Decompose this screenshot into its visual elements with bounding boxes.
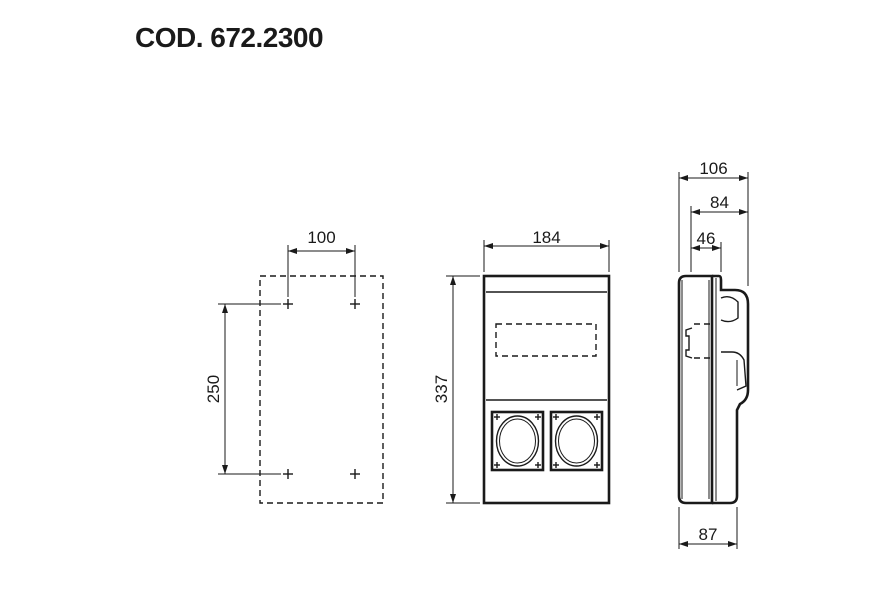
mounting-hole	[350, 299, 360, 309]
dimension-100: 100	[287, 228, 356, 297]
enclosure-base-side	[677, 274, 714, 505]
enclosure-front	[482, 274, 611, 505]
socket-outlet	[490, 410, 545, 472]
dim-label-84: 84	[710, 193, 729, 212]
dim-label-100: 100	[307, 228, 335, 247]
mounting-outline	[259, 275, 384, 504]
dim-label-87: 87	[699, 525, 718, 544]
dimension-106: 106	[678, 159, 749, 286]
dim-label-184: 184	[532, 228, 560, 247]
dim-label-250: 250	[204, 375, 223, 403]
dim-label-46: 46	[697, 229, 716, 248]
title-prefix: COD.	[135, 22, 204, 53]
socket-outlet	[549, 410, 604, 472]
mounting-hole	[283, 469, 293, 479]
dim-label-106: 106	[699, 159, 727, 178]
dim-label-337: 337	[432, 375, 451, 403]
enclosure-lid-side	[712, 274, 750, 505]
mounting-view: 100 250	[204, 228, 384, 504]
dimension-250: 250	[204, 303, 281, 475]
mounting-hole	[283, 299, 293, 309]
product-code: 672.2300	[210, 22, 324, 53]
drawing-title: COD. 672.2300	[135, 22, 324, 54]
front-view: 184 337	[432, 228, 611, 505]
dimension-184: 184	[483, 228, 610, 272]
dimension-84: 84	[690, 193, 748, 272]
dimension-87: 87	[678, 507, 738, 549]
dimension-337: 337	[432, 275, 480, 504]
din-rail	[685, 327, 693, 359]
dimension-46: 46	[691, 229, 722, 272]
mounting-hole	[350, 469, 360, 479]
breaker-window	[495, 323, 597, 357]
side-view: 106 84 46 87	[677, 159, 750, 549]
